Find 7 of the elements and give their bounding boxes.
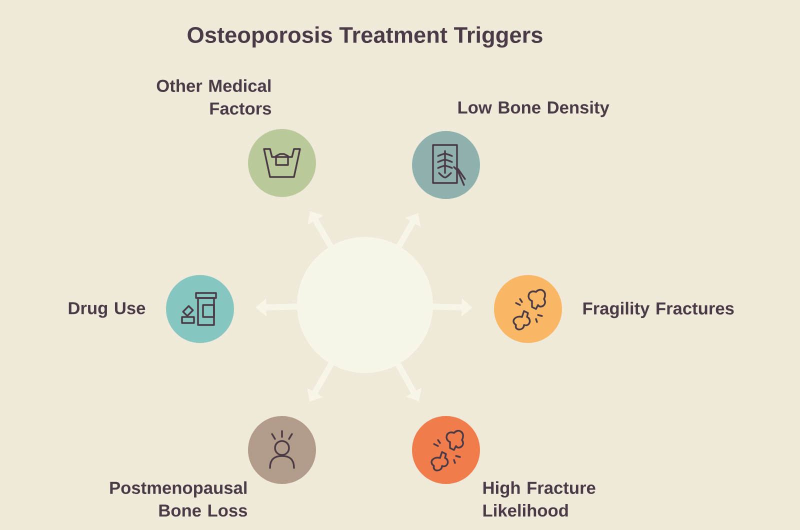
node-label: Fragility Fractures: [583, 302, 734, 318]
node-label: Other Medical Factors: [156, 79, 272, 115]
node-label: High Fracture Likelihood: [483, 481, 596, 517]
node-label: Low Bone Density: [458, 100, 610, 118]
node-label: Postmenopausal Bone Loss: [110, 481, 248, 517]
title: Osteoporosis Treatment Triggers: [188, 26, 542, 48]
node-label: Drug Use: [68, 302, 146, 318]
